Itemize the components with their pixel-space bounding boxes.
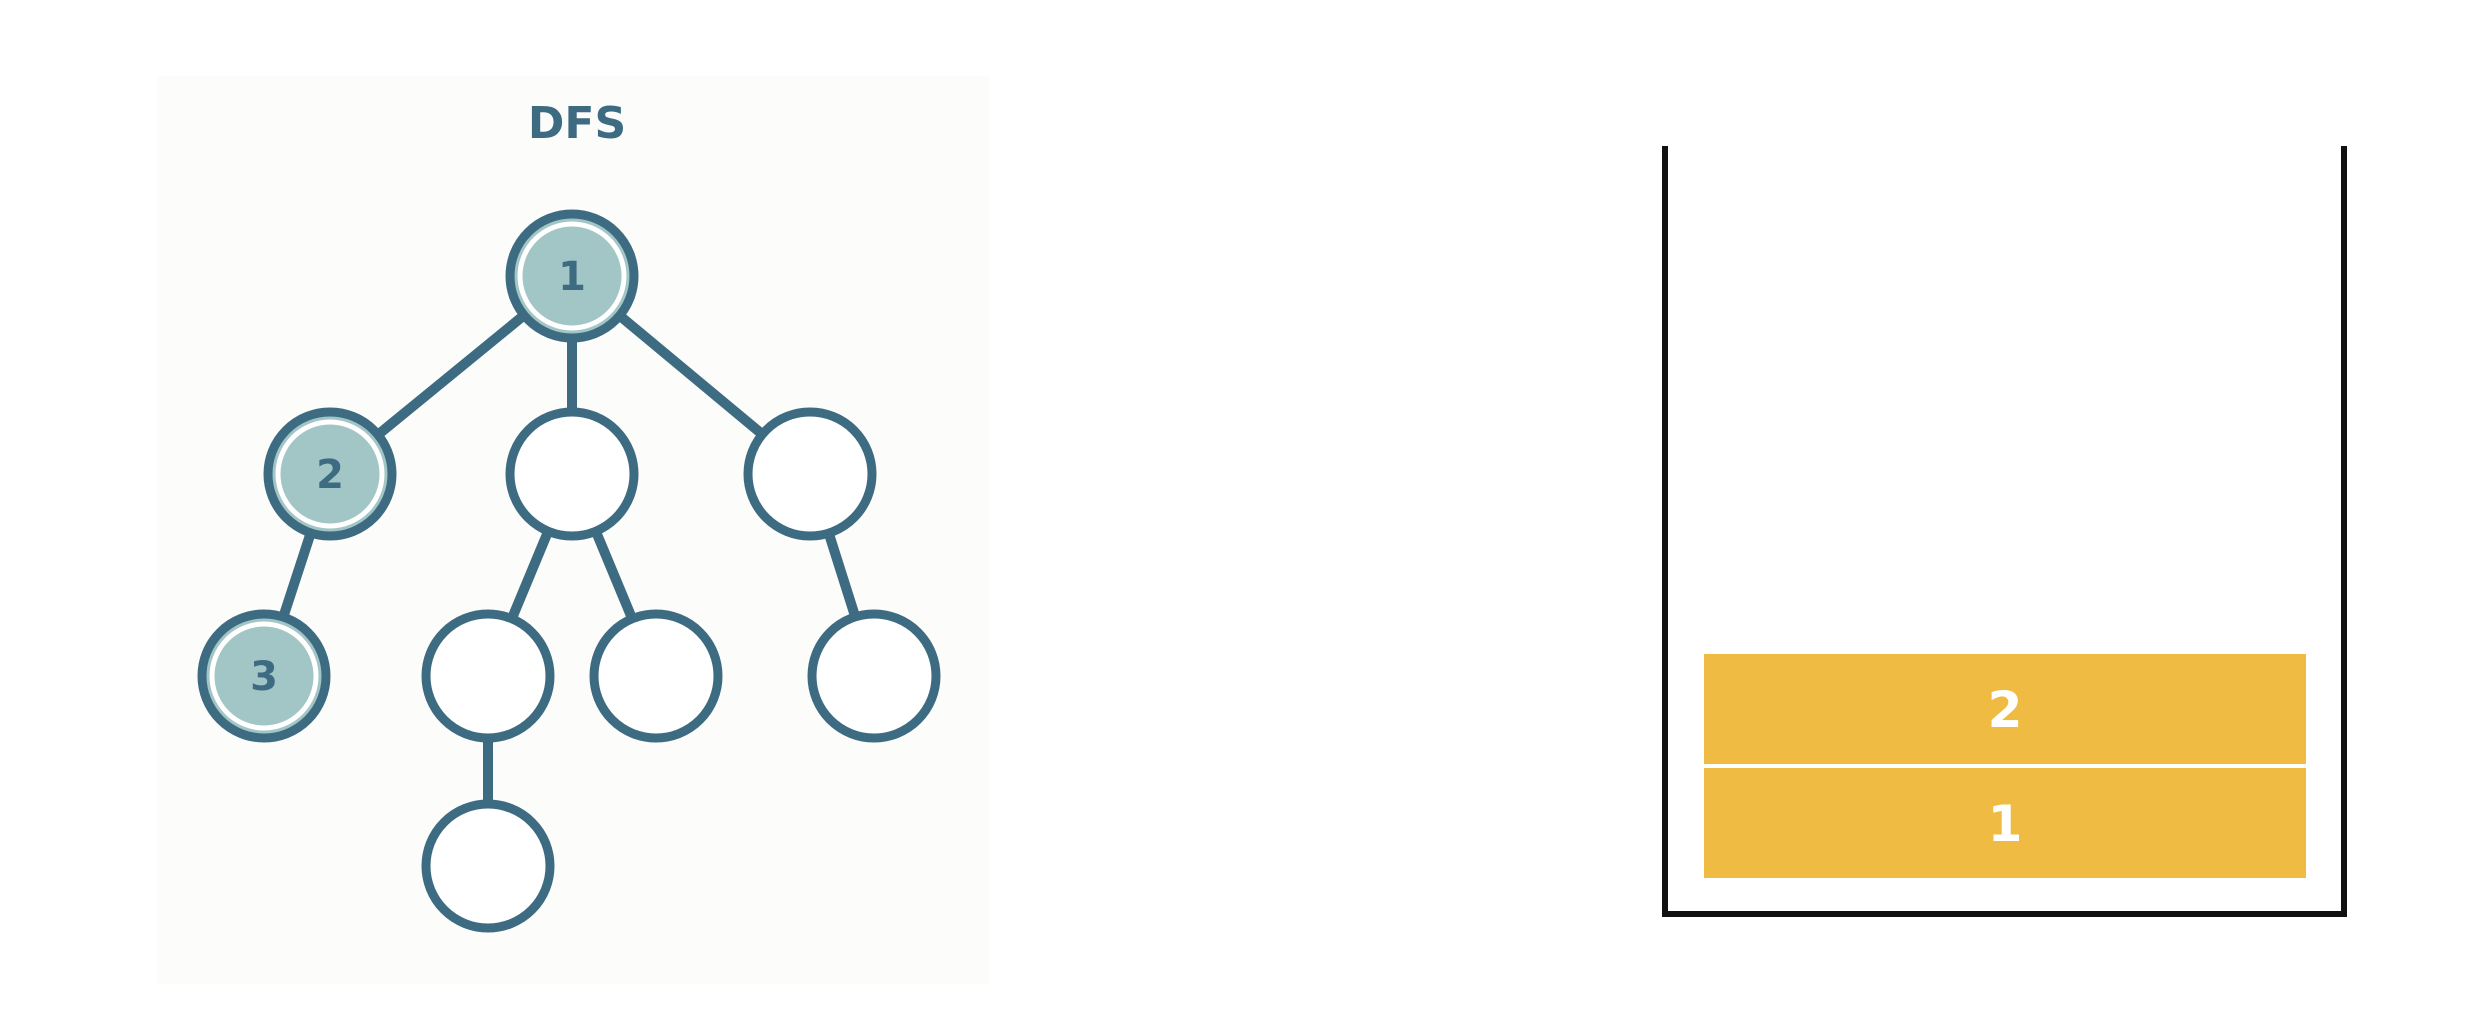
node-highlight-ring [275,419,385,529]
tree-node-n6 [421,609,555,743]
tree-node-n7 [589,609,723,743]
tree-edge-n1-n5 [614,310,768,440]
tree-edge-n2-n3 [278,527,316,623]
node-circle [589,609,723,743]
tree-node-n8 [807,609,941,743]
node-circle [421,609,555,743]
stack-wall [1662,146,2347,917]
tree-edge-n4-n6 [506,526,554,624]
tree-edge-n4-n7 [590,526,638,624]
node-circle [263,407,397,541]
node-label: 2 [316,452,344,498]
tree-node-3: 3 [197,609,331,743]
node-circle [807,609,941,743]
tree-edge-n5-n8 [823,528,861,622]
node-highlight-ring [517,221,627,331]
stack-container: 12 [1662,146,2347,917]
stack-items: 12 [1704,654,2306,878]
tree-nodes: 1 2 3 [197,209,941,933]
node-circle [505,209,639,343]
node-circle [197,609,331,743]
stack-item-box [1704,768,2306,878]
tree-edges [278,310,861,809]
stack-item-1: 1 [1704,768,2306,878]
tree-node-1: 1 [505,209,639,343]
node-highlight-ring [209,621,319,731]
stack-item-label: 1 [1988,795,2023,853]
tree-node-n4 [505,407,639,541]
tree-node-2: 2 [263,407,397,541]
tree-edge-n1-n2 [372,310,530,440]
node-circle [505,407,639,541]
diagram-title: DFS [528,98,626,149]
stack-item-box [1704,654,2306,764]
stack-item-2: 2 [1704,654,2306,764]
node-circle [421,799,555,933]
node-label: 3 [250,654,278,700]
node-label: 1 [558,254,586,300]
stack-item-label: 2 [1988,681,2023,739]
tree-node-n9 [421,799,555,933]
tree-node-n5 [743,407,877,541]
node-circle [743,407,877,541]
